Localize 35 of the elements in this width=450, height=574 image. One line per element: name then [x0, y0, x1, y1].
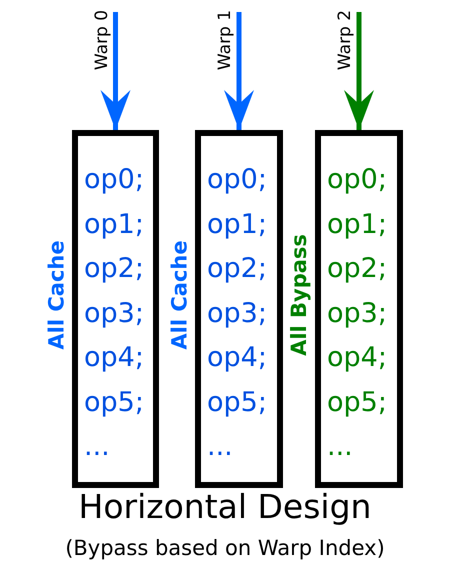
title: Horizontal Design	[78, 487, 372, 526]
edge-label: Warp 1	[215, 10, 236, 70]
edge-label: Warp 0	[92, 10, 112, 70]
code-box	[72, 130, 159, 488]
code-line: op4;	[84, 342, 144, 374]
code-box	[195, 130, 283, 488]
code-line: ...	[207, 431, 233, 463]
code-line: ...	[327, 431, 353, 463]
code-line: op4;	[327, 342, 387, 374]
code-line: op1;	[327, 208, 387, 240]
code-line: op2;	[327, 253, 387, 285]
code-line: op3;	[327, 298, 387, 330]
arrow	[224, 12, 254, 130]
code-line: op4;	[207, 342, 267, 374]
code-line: op0;	[84, 164, 144, 196]
arrow	[344, 12, 374, 130]
edge-label: Warp 2	[335, 10, 356, 70]
code-box	[315, 130, 403, 488]
code-line: op5;	[327, 386, 387, 418]
code-line: op0;	[327, 164, 387, 196]
code-line: ...	[84, 431, 110, 463]
code-line: op2;	[84, 253, 144, 285]
arrow	[100, 12, 130, 130]
side-label: All Cache	[44, 240, 68, 350]
side-label: All Cache	[167, 240, 192, 350]
code-line: op1;	[84, 208, 144, 240]
code-line: op5;	[207, 386, 267, 418]
code-line: op3;	[84, 298, 144, 330]
code-line: op5;	[84, 386, 144, 418]
code-line: op0;	[207, 164, 267, 196]
caption: (Bypass based on Warp Index)	[64, 536, 386, 560]
code-line: op2;	[207, 253, 267, 285]
code-line: op3;	[207, 298, 267, 330]
code-line: op1;	[207, 208, 267, 240]
side-label: All Bypass	[286, 234, 311, 356]
